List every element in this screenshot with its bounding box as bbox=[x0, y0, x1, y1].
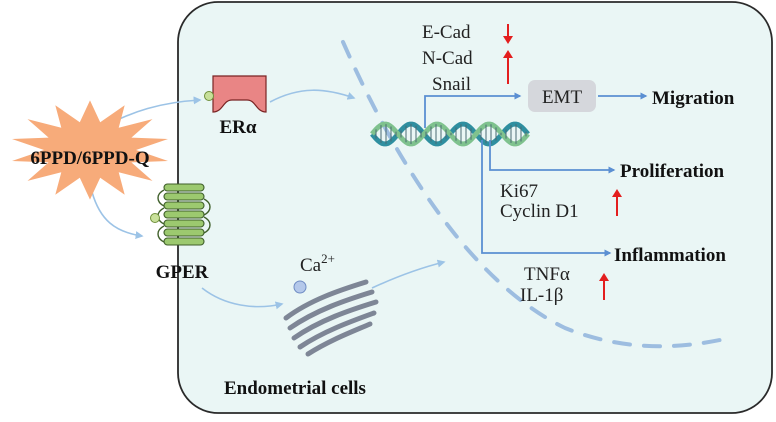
ligand-icon bbox=[204, 91, 214, 101]
ligand-icon bbox=[150, 213, 160, 223]
marker-cyclin-d1: Cyclin D1 bbox=[500, 201, 579, 222]
endometrial-cell bbox=[177, 1, 773, 414]
emt-box bbox=[528, 80, 596, 112]
marker-snail: Snail bbox=[432, 74, 471, 95]
up-arrowhead-icon bbox=[503, 50, 513, 58]
up-arrowhead-icon bbox=[612, 189, 622, 197]
dna-icon bbox=[370, 121, 530, 147]
endoplasmic-reticulum-icon: Ca2+ bbox=[283, 251, 379, 357]
flow-arrow-calcium-to-nucleus bbox=[371, 259, 446, 289]
emt-label: EMT bbox=[542, 87, 583, 108]
outcome-proliferation: Proliferation bbox=[620, 161, 725, 182]
marker-ncad: N-Cad bbox=[422, 48, 473, 69]
arrow-dna-to-inflammation bbox=[481, 140, 612, 257]
gper-label: GPER bbox=[156, 262, 209, 283]
calcium-ion-icon bbox=[293, 280, 307, 294]
up-arrowhead-icon bbox=[599, 273, 609, 281]
cell-label: Endometrial cells bbox=[224, 378, 366, 399]
marker-ki67: Ki67 bbox=[500, 181, 538, 202]
er-alpha-label: ERα bbox=[220, 117, 257, 138]
compound-label: 6PPD/6PPD-Q bbox=[30, 148, 149, 169]
arrow-dna-to-emt bbox=[424, 92, 522, 128]
flow-arrow-to-gper bbox=[91, 191, 144, 240]
outcome-migration: Migration bbox=[652, 88, 735, 109]
marker-tnfa: TNFα bbox=[524, 264, 570, 285]
marker-ecad: E-Cad bbox=[422, 22, 471, 43]
nucleus-boundary bbox=[341, 40, 722, 349]
arrow-dna-to-proliferation bbox=[489, 140, 616, 174]
flow-arrow-er-to-nucleus bbox=[269, 89, 356, 103]
compound-burst: 6PPD/6PPD-Q bbox=[12, 100, 168, 200]
down-arrowhead-icon bbox=[503, 36, 513, 44]
er-alpha-receptor: ERα bbox=[204, 75, 267, 138]
calcium-label: Ca2+ bbox=[300, 251, 335, 276]
outcome-inflammation: Inflammation bbox=[614, 245, 726, 266]
flow-arrow-gper-to-er bbox=[201, 287, 284, 310]
gper-receptor: GPER bbox=[150, 183, 211, 283]
marker-il1b: IL-1β bbox=[520, 285, 563, 306]
